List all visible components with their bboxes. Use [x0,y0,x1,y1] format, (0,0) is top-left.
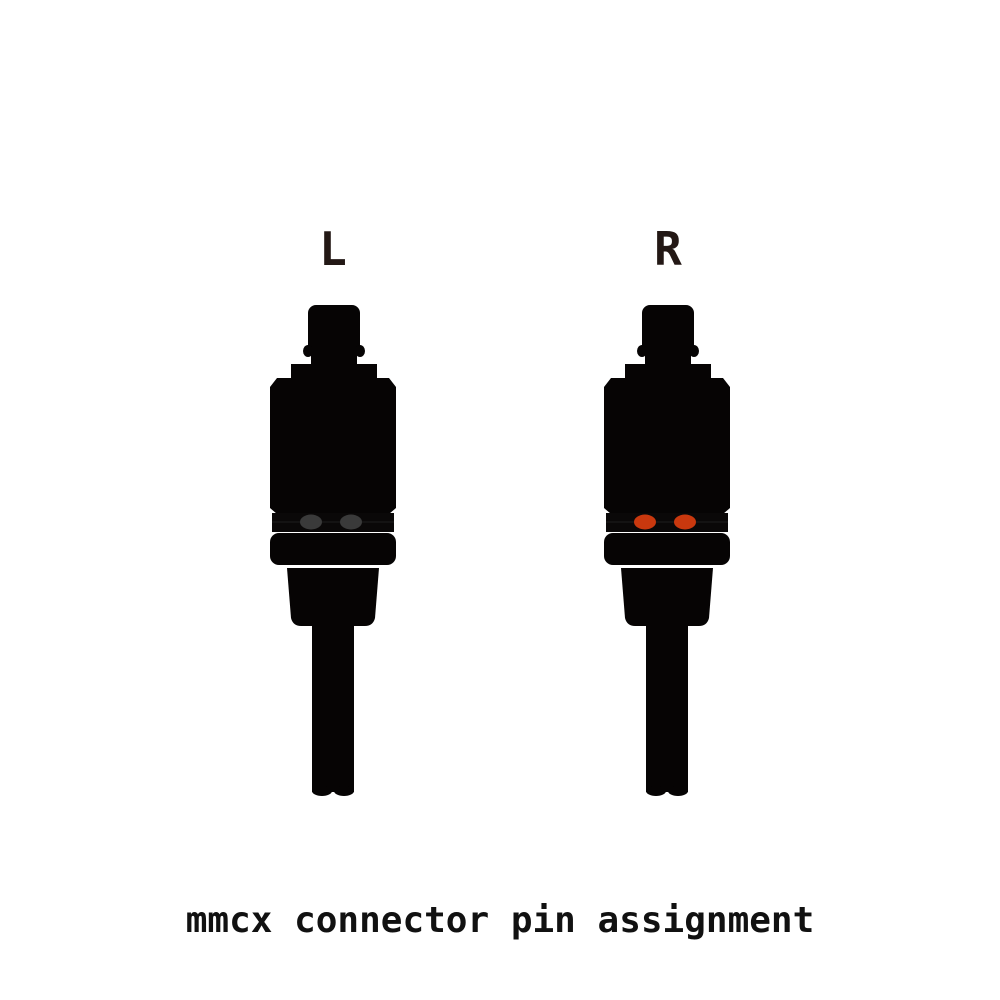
diagram-caption: mmcx connector pin assignment [185,900,815,941]
right-pin-dot-2 [674,514,696,530]
connector-body [270,305,396,796]
left-mmcx-connector [270,305,396,796]
connector-body [604,305,730,796]
left-channel-label: L [319,222,347,276]
right-channel-label: R [654,222,682,276]
left-pin-dot-1 [300,514,322,530]
left-pin-dot-2 [340,514,362,530]
right-mmcx-connector [604,305,730,796]
right-pin-dot-1 [634,514,656,530]
